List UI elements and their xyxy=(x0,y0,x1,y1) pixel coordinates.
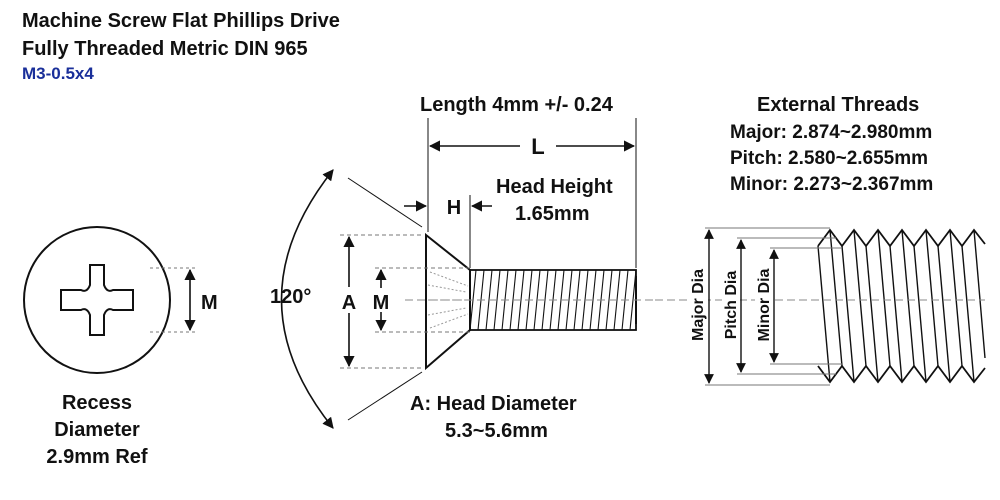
threads-minor-line: Minor: 2.273~2.367mm xyxy=(730,174,933,195)
threads-detail: External Threads Major: 2.874~2.980mm Pi… xyxy=(655,94,986,386)
recess-caption-line3: 2.9mm Ref xyxy=(46,446,147,468)
length-caption: Length 4mm +/- 0.24 xyxy=(420,94,614,116)
angle-label: 120° xyxy=(270,286,311,308)
recess-symbol: M xyxy=(373,292,390,314)
head-outline-circle xyxy=(23,226,171,374)
screw-head xyxy=(425,232,471,371)
major-dia-label: Major Dia xyxy=(690,269,707,341)
phillips-cross-icon xyxy=(60,264,134,336)
pitch-dia-label: Pitch Dia xyxy=(723,271,740,340)
side-view: 120° Length 4mm xyxy=(270,94,655,442)
angle-arc xyxy=(280,169,334,429)
head-dia-symbol: A xyxy=(342,292,356,314)
length-symbol: L xyxy=(531,134,544,159)
recess-caption-line1: Recess xyxy=(62,392,132,414)
thread-profile-top xyxy=(817,228,986,248)
head-height-symbol: H xyxy=(447,197,461,219)
recess-caption-line2: Diameter xyxy=(54,419,140,441)
recess-view: M Recess Diameter 2.9mm Ref xyxy=(23,226,218,468)
head-diameter-caption-line1: A: Head Diameter xyxy=(410,393,577,415)
minor-dia-label: Minor Dia xyxy=(756,268,773,341)
title: Machine Screw Flat Phillips Drive xyxy=(22,10,340,32)
head-diameter-caption-line2: 5.3~5.6mm xyxy=(445,420,548,442)
threads-title: External Threads xyxy=(757,94,919,116)
head-height-caption-line2: 1.65mm xyxy=(515,203,590,225)
recess-dim-label: M xyxy=(201,292,218,314)
threads-major-line: Major: 2.874~2.980mm xyxy=(730,122,932,143)
head-height-caption-line1: Head Height xyxy=(496,176,613,198)
subtitle: Fully Threaded Metric DIN 965 xyxy=(22,38,308,60)
threads-pitch-line: Pitch: 2.580~2.655mm xyxy=(730,148,928,169)
size-code: M3-0.5x4 xyxy=(22,64,94,83)
